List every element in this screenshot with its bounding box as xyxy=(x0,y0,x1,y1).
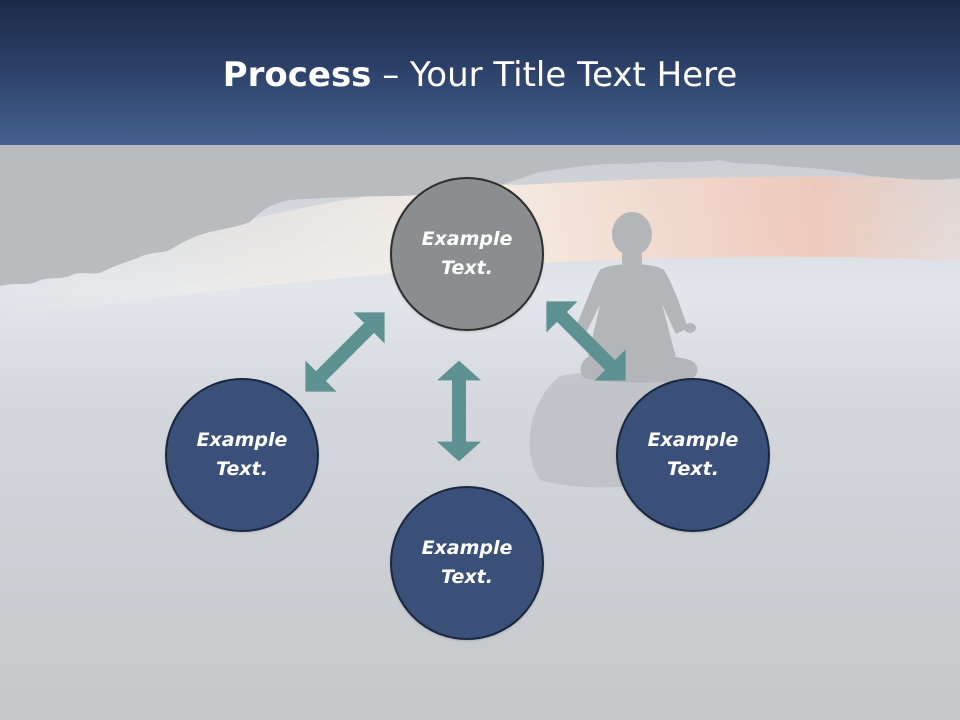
process-node-right: Example Text. xyxy=(616,378,770,532)
process-node-left: Example Text. xyxy=(165,378,319,532)
slide-title: Process – Your Title Text Here xyxy=(0,52,960,98)
process-node-bottom: Example Text. xyxy=(390,486,544,640)
title-bold: Process xyxy=(222,55,372,95)
title-bar xyxy=(0,0,960,145)
node-label: Example Text. xyxy=(196,429,288,480)
process-node-top: Example Text. xyxy=(390,177,544,331)
title-text: – Your Title Text Here xyxy=(371,55,738,95)
node-label: Example Text. xyxy=(421,228,513,279)
node-label: Example Text. xyxy=(421,537,513,588)
node-label: Example Text. xyxy=(647,429,739,480)
